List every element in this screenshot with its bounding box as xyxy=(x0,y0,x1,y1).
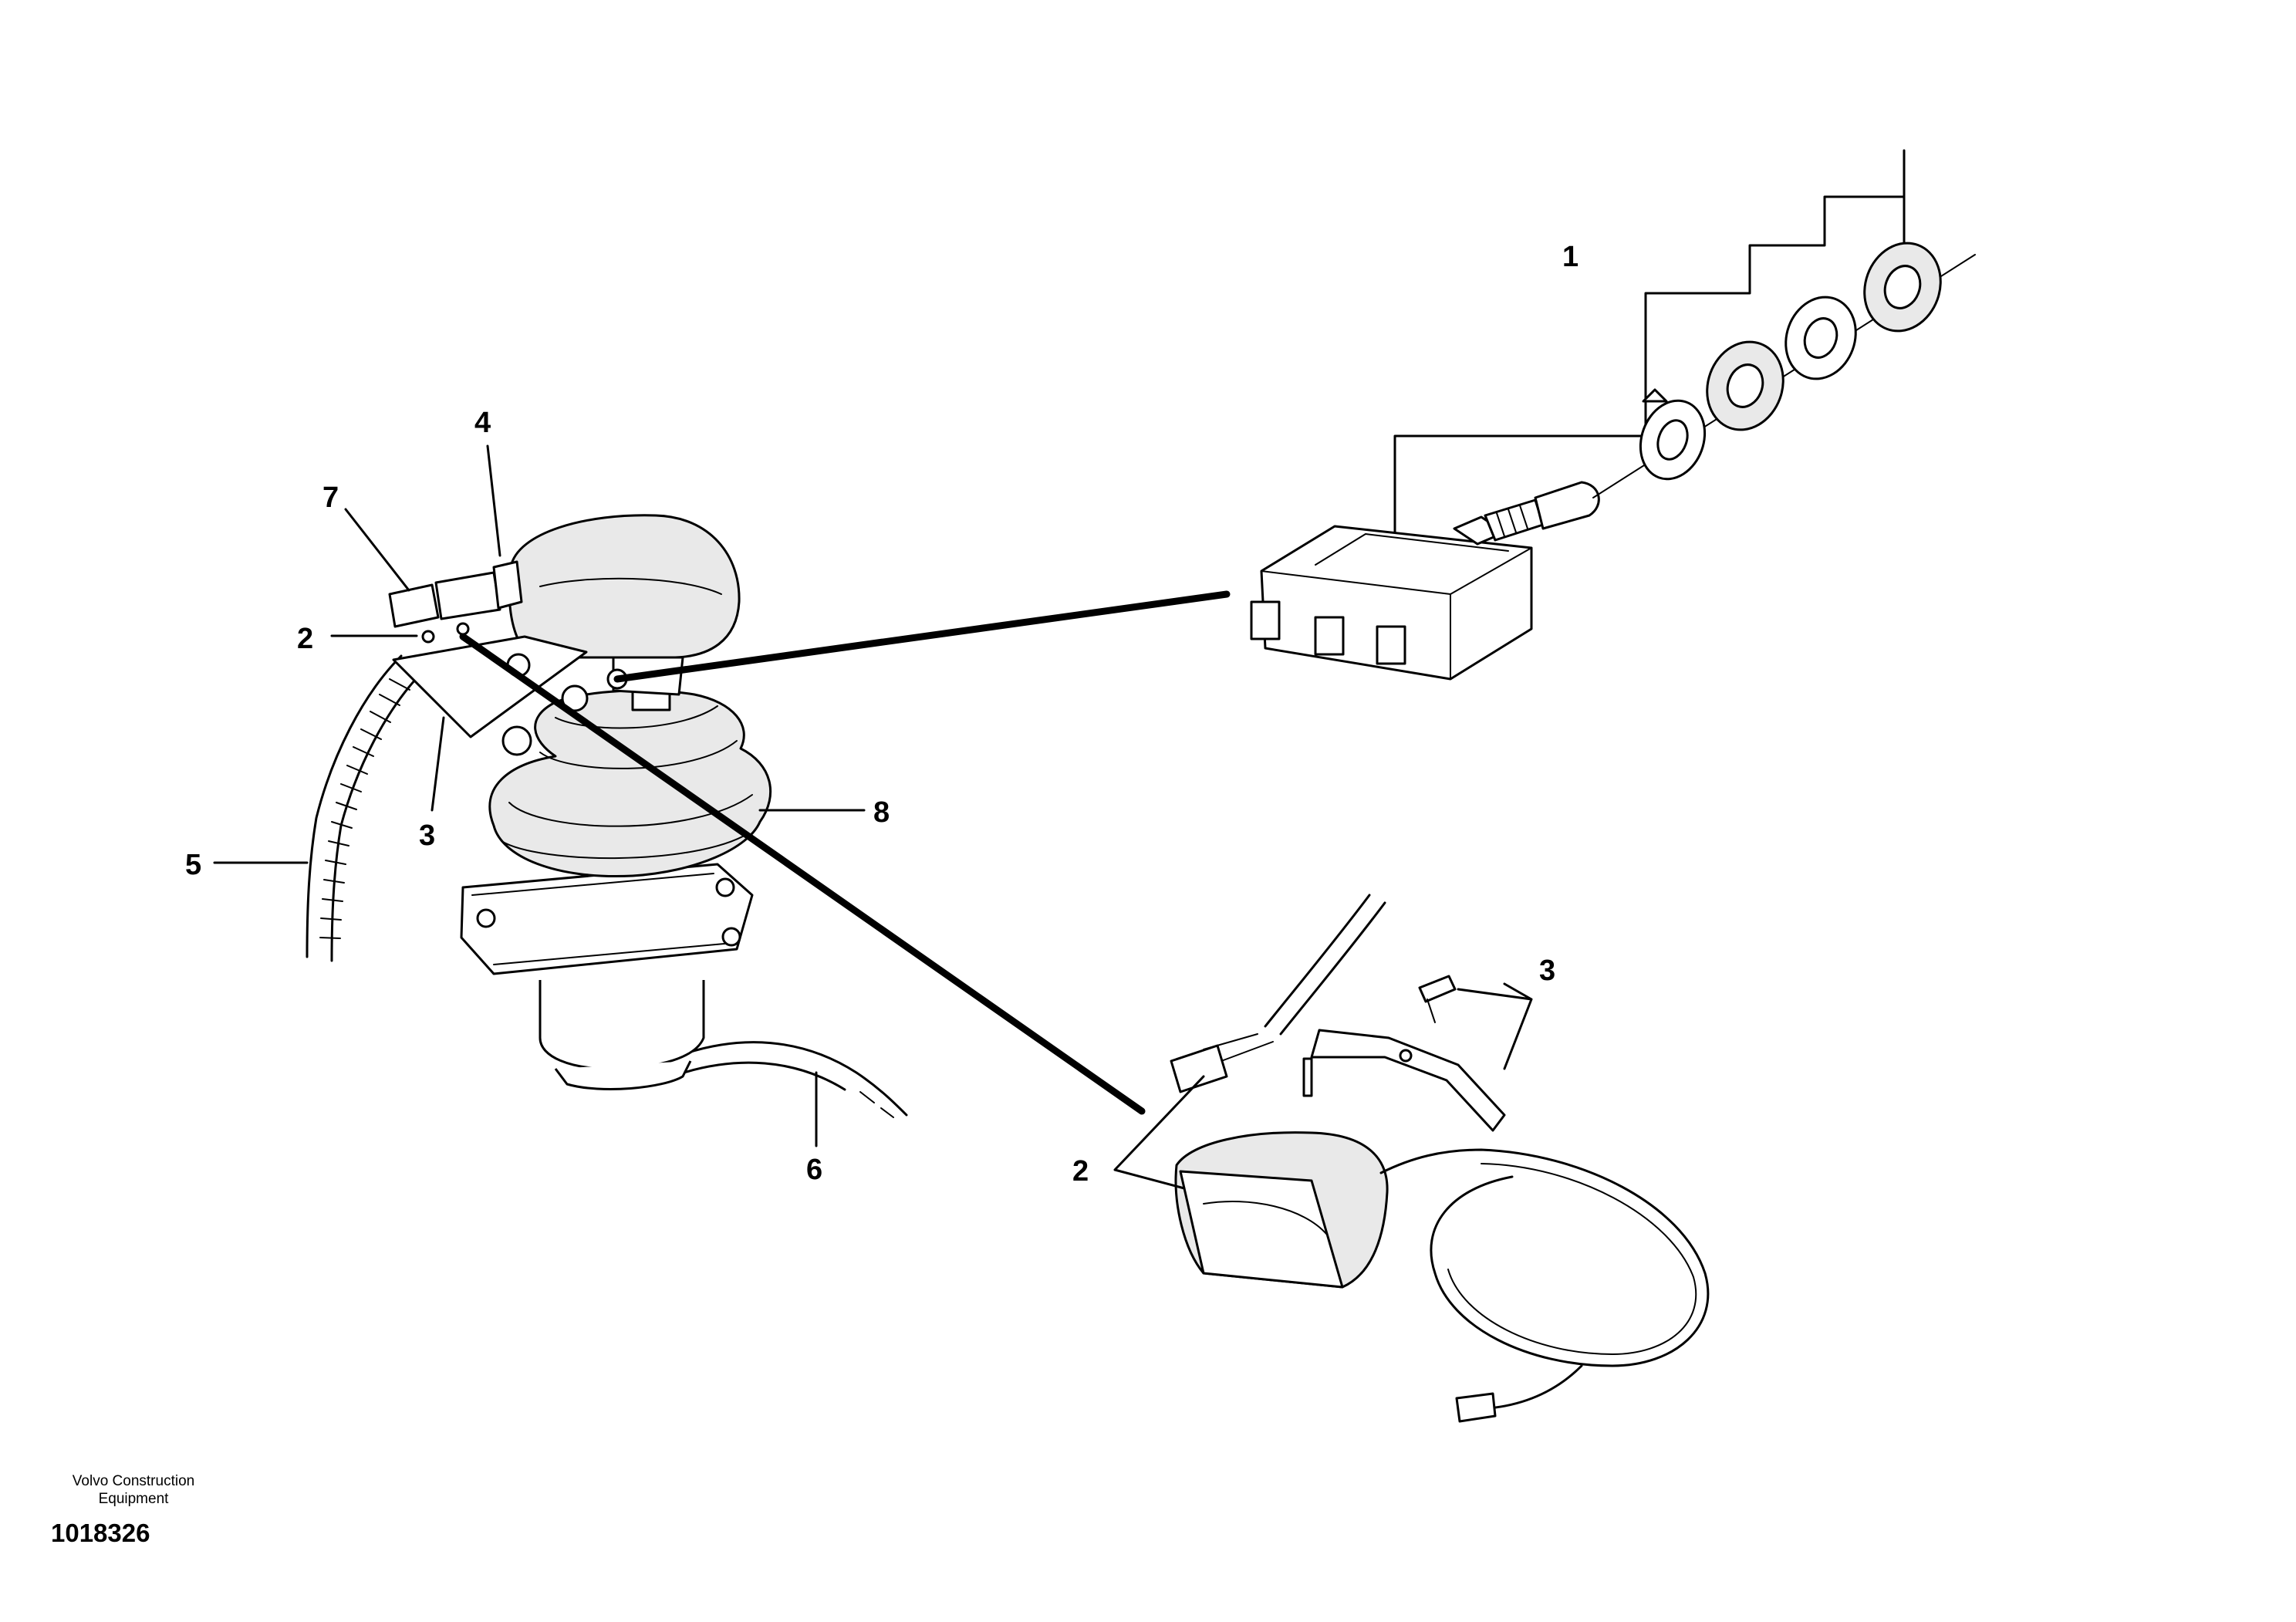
leader-2-bottom xyxy=(1113,1075,1205,1190)
rubber-boot-8 xyxy=(488,689,772,878)
push-button-assembly xyxy=(1170,894,1710,1423)
leader-4 xyxy=(486,444,501,557)
brand-line-1: Volvo Construction xyxy=(72,1473,195,1489)
callout-7: 7 xyxy=(322,482,339,514)
brand-line-2: Equipment xyxy=(98,1491,169,1507)
callout-3-right: 3 xyxy=(1539,955,1555,987)
joystick-handle xyxy=(508,514,741,696)
cable-plug xyxy=(1455,1392,1497,1423)
hex-nut-2 xyxy=(1863,242,1942,333)
callout-4: 4 xyxy=(474,407,491,439)
callout-1: 1 xyxy=(1562,241,1578,273)
leader-7 xyxy=(344,508,410,592)
callout-leaders xyxy=(213,444,1533,1190)
callout-2-bottom: 2 xyxy=(1072,1155,1089,1188)
toggle-switch xyxy=(1250,481,1600,681)
callout-2-top: 2 xyxy=(297,623,313,655)
leader-to-button xyxy=(459,633,1146,1115)
joystick-assembly xyxy=(306,514,908,1118)
control-base xyxy=(460,863,754,1090)
mounting-clamp xyxy=(1302,975,1506,1132)
callout-1-bracket xyxy=(1393,149,1906,534)
callout-6: 6 xyxy=(806,1154,822,1186)
callout-8: 8 xyxy=(873,796,890,829)
wiring-harness-5 xyxy=(306,654,424,962)
switch-assembly-1 xyxy=(1250,149,1976,681)
leader-3-right xyxy=(1457,982,1533,1070)
hex-nut-1 xyxy=(1706,340,1784,431)
wire-connector xyxy=(1170,1044,1228,1093)
button-bracket xyxy=(388,560,628,756)
callout-5: 5 xyxy=(185,849,201,881)
wire-pair xyxy=(1264,894,1386,1036)
flat-washer xyxy=(1784,296,1857,380)
callout-3-top: 3 xyxy=(419,819,435,852)
leader-to-switch xyxy=(613,590,1231,683)
coiled-cable xyxy=(1379,1148,1710,1423)
drawing-number: 1018326 xyxy=(51,1519,150,1547)
lock-washer xyxy=(1639,388,1707,481)
push-button xyxy=(1174,1131,1389,1289)
brand-caption: Volvo Construction Equipment xyxy=(29,1472,238,1508)
leader-3-top xyxy=(430,716,445,812)
cable-6 xyxy=(677,1041,908,1118)
